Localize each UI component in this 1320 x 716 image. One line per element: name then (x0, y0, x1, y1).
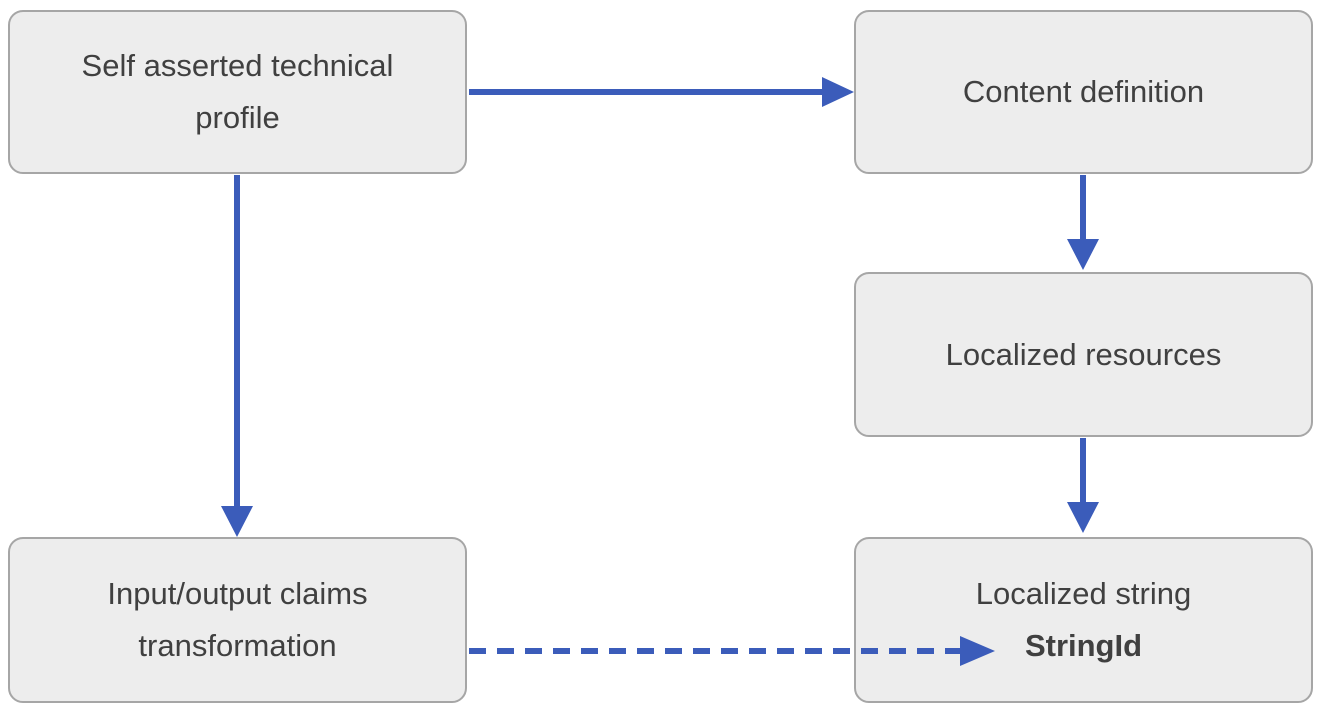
arrow-self-asserted-to-content-definition (469, 77, 854, 107)
node-label: Localized resources (945, 336, 1222, 372)
node-self-asserted-technical-profile: Self asserted technical profile (8, 10, 467, 174)
node-label: Input/output claims transformation (107, 576, 368, 663)
node-input-output-claims-transformation: Input/output claims transformation (8, 537, 467, 703)
node-content-definition: Content definition (854, 10, 1313, 174)
node-label: Localized string (975, 576, 1192, 611)
arrow-localized-resources-to-localized-string (1067, 438, 1099, 533)
node-localized-resources: Localized resources (854, 272, 1313, 437)
node-localized-string: Localized string StringId (854, 537, 1313, 703)
node-label: Self asserted technical profile (81, 48, 394, 135)
node-label: Content definition (962, 74, 1205, 109)
node-sublabel-stringid: StringId (1024, 628, 1143, 663)
arrow-content-definition-to-localized-resources (1067, 175, 1099, 270)
arrow-self-asserted-to-claims-transformation (221, 175, 253, 537)
